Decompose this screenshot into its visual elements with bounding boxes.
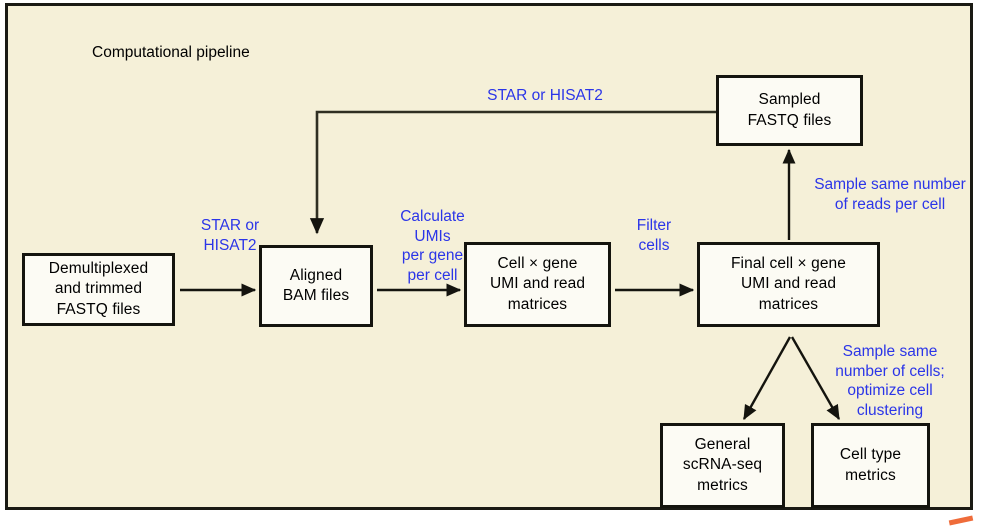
annotation-star-hisat2-top: STAR or HISAT2 <box>487 87 603 104</box>
orange-accent-mark <box>948 515 974 526</box>
node-aligned-bam[interactable]: Aligned BAM files <box>259 245 373 327</box>
node-final-cell-gene-matrices[interactable]: Final cell × gene UMI and read matrices <box>697 242 880 327</box>
annotation-filter-cells: Filter cells <box>636 217 672 254</box>
annotation-calculate-umis: Calculate UMIs per gene per cell <box>400 208 465 284</box>
node-aligned-bam-label: Aligned BAM files <box>282 266 350 304</box>
node-cell-gene-matrices-label: Cell × gene UMI and read matrices <box>489 255 586 313</box>
node-cell-type-metrics-label: Cell type metrics <box>839 446 902 484</box>
node-final-cell-gene-matrices-label: Final cell × gene UMI and read matrices <box>730 255 846 313</box>
node-sampled-fastq-label: Sampled FASTQ files <box>747 91 832 129</box>
node-cell-gene-matrices[interactable]: Cell × gene UMI and read matrices <box>464 242 611 327</box>
node-demultiplexed-label: Demultiplexed and trimmed FASTQ files <box>48 260 149 318</box>
annotation-star-hisat2-main: STAR or HISAT2 <box>200 217 260 254</box>
annotation-sample-reads: Sample same number of reads per cell <box>814 176 966 213</box>
node-demultiplexed[interactable]: Demultiplexed and trimmed FASTQ files <box>22 253 175 326</box>
node-general-metrics-label: General scRNA-seq metrics <box>682 436 763 494</box>
annotation-sample-cells: Sample same number of cells; optimize ce… <box>835 343 945 419</box>
node-cell-type-metrics[interactable]: Cell type metrics <box>811 423 930 508</box>
node-sampled-fastq[interactable]: Sampled FASTQ files <box>716 75 863 146</box>
page-title: Computational pipeline <box>92 44 250 61</box>
node-general-metrics[interactable]: General scRNA-seq metrics <box>660 423 785 508</box>
